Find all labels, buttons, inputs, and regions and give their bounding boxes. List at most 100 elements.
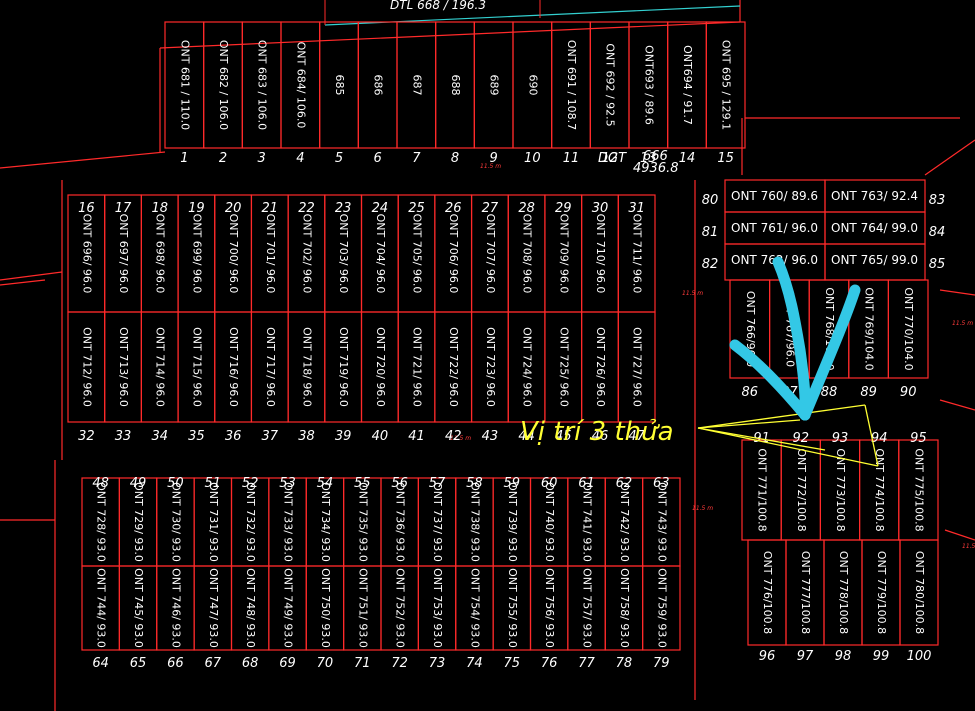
plot-number: 19	[188, 201, 205, 216]
plot-label: ONT 733/ 93.0	[282, 482, 295, 562]
plot-number: 66	[167, 656, 184, 671]
plot-label: ONT 705/ 96.0	[411, 214, 424, 294]
plot-label: ONT 738/ 93.0	[468, 482, 481, 562]
plot-label: 688	[449, 75, 462, 96]
plot-label: ONT 750/ 93.0	[319, 568, 332, 648]
plot-number: 65	[130, 656, 147, 671]
plot-label: ONT 772/100.8	[795, 448, 808, 531]
plot-label: ONT 708/ 96.0	[521, 214, 534, 294]
plot-label: ONT 764/ 99.0	[831, 221, 918, 235]
plot-number: 75	[504, 656, 521, 671]
plot-label: ONT 737/ 93.0	[431, 482, 444, 562]
plot-number: 68	[242, 656, 259, 671]
plot-label: ONT 699/ 96.0	[190, 214, 203, 294]
plot-number: 71	[354, 656, 371, 671]
plot-number: 70	[317, 656, 334, 671]
plot-label: ONT 704/ 96.0	[374, 214, 387, 294]
plot-number: 89	[860, 385, 877, 400]
plot-number: 20	[225, 201, 242, 216]
plot-label: ONT 732/ 93.0	[244, 482, 257, 562]
plot-label: ONT 735/ 93.0	[356, 482, 369, 562]
plot-number: 58	[466, 476, 483, 491]
plot-label: ONT 752/ 93.0	[394, 568, 407, 648]
plot-number: 82	[702, 257, 719, 272]
plot-label: ONT 740/ 93.0	[543, 482, 556, 562]
plot-label: ONT 729/ 93.0	[132, 482, 145, 562]
plot-label: ONT 714/ 96.0	[154, 327, 167, 407]
plot-number: 41	[408, 429, 425, 444]
plot-label: ONT 695 / 129.1	[720, 40, 733, 130]
plot-number: 54	[317, 476, 334, 491]
arrow-icon	[729, 256, 861, 421]
plot-number: 100	[907, 649, 932, 664]
plot-number: 10	[524, 151, 541, 166]
plot-number: 3	[258, 151, 266, 166]
plot-boundary	[642, 565, 681, 651]
plot-number: 40	[372, 429, 389, 444]
dgt-value: 4936.8	[633, 161, 679, 176]
plot-number: 6	[374, 151, 382, 166]
plot-number: 97	[797, 649, 814, 664]
plot-number: 7	[412, 151, 421, 166]
plot-number: 90	[900, 385, 917, 400]
dgt-label: DGT	[598, 151, 627, 166]
plot-number: 34	[151, 429, 168, 444]
plot-number: 92	[793, 431, 810, 446]
plot-number: 14	[679, 151, 696, 166]
plot-label: ONT 756/ 93.0	[543, 568, 556, 648]
plot-label: ONT 709/ 96.0	[557, 214, 570, 294]
plot-number: 95	[910, 431, 927, 446]
plot-label: ONT 706/ 96.0	[447, 214, 460, 294]
plot-label: ONT 776/100.8	[761, 551, 774, 634]
plot-label: ONT 725/ 96.0	[557, 327, 570, 407]
plot-number: 36	[225, 429, 242, 444]
plot-number: 76	[541, 656, 558, 671]
plot-number: 48	[92, 476, 109, 491]
plot-label: ONT 771/100.8	[756, 448, 769, 531]
plot-number: 52	[242, 476, 259, 491]
plot-label: ONT 723/ 96.0	[484, 327, 497, 407]
plot-number: 12	[601, 151, 618, 166]
plot-label: ONT 720/ 96.0	[374, 327, 387, 407]
plot-number: 69	[279, 656, 296, 671]
plot-number: 16	[78, 201, 95, 216]
plot-number: 62	[616, 476, 633, 491]
plot-number: 94	[871, 431, 888, 446]
plot-number: 99	[873, 649, 890, 664]
plot-label: ONT 682 / 106.0	[217, 40, 230, 130]
plot-number: 51	[205, 476, 222, 491]
plot-number: 72	[391, 656, 408, 671]
plot-number: 21	[262, 201, 279, 216]
plot-label: ONT 759/ 93.0	[655, 568, 668, 648]
plot-number: 83	[929, 193, 946, 208]
plot-number: 42	[445, 429, 462, 444]
plot-label: ONT 698/ 96.0	[154, 214, 167, 294]
plot-label: ONT 734/ 93.0	[319, 482, 332, 562]
plot-label: ONT 757/ 93.0	[581, 568, 594, 648]
plot-label: ONT 741/ 93.0	[581, 482, 594, 562]
plot-number: 17	[115, 201, 132, 216]
plot-number: 25	[408, 201, 425, 216]
plot-label: ONT 730/ 93.0	[169, 482, 182, 562]
plot-number: 28	[518, 201, 535, 216]
plot-label: ONT 743/ 93.0	[655, 482, 668, 562]
plot-label: ONT 715/ 96.0	[190, 327, 203, 407]
plot-label: ONT 765/ 99.0	[831, 253, 918, 267]
plot-number: 38	[298, 429, 315, 444]
plot-number: 22	[298, 201, 315, 216]
plot-label: ONT 748/ 93.0	[244, 568, 257, 648]
plot-number: 27	[482, 201, 499, 216]
dgt-code: 666	[643, 149, 668, 164]
plot-label: ONT 744/ 93.0	[95, 568, 108, 648]
plot-label: ONT 717/ 96.0	[264, 327, 277, 407]
plot-label: ONT 697/ 96.0	[117, 214, 130, 294]
plot-number: 9	[490, 151, 498, 166]
plot-label: ONT 712/ 96.0	[80, 327, 93, 407]
road-width-label: 11.5 m	[480, 163, 501, 170]
plot-boundary	[899, 539, 939, 646]
plot-number: 79	[653, 656, 670, 671]
plot-number: 44	[518, 429, 535, 444]
plot-number: 5	[335, 151, 343, 166]
